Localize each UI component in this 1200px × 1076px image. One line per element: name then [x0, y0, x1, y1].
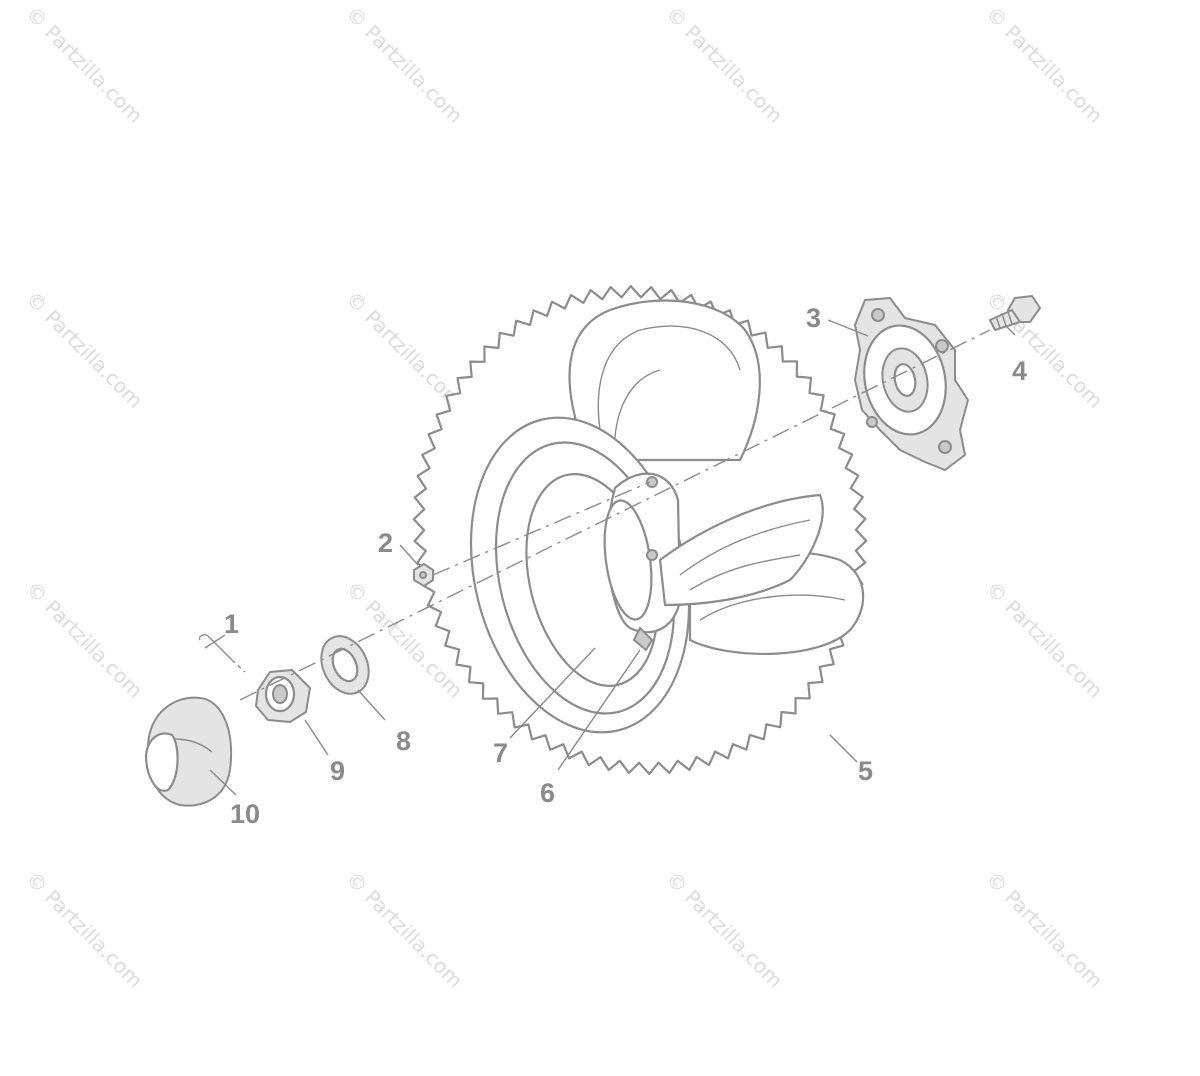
- hub-flange-part: [854, 297, 969, 471]
- callouts: 1 2 3 4 5 6 7 8 9 10: [224, 303, 1027, 829]
- callout-1: 1: [224, 609, 239, 639]
- callout-10: 10: [230, 799, 260, 829]
- callout-8: 8: [396, 726, 411, 756]
- watermark-text: © Partzilla.com: [981, 2, 1107, 128]
- callout-2: 2: [378, 528, 393, 558]
- watermark-text: © Partzilla.com: [661, 2, 787, 128]
- callout-7: 7: [493, 738, 508, 768]
- callout-9: 9: [330, 756, 345, 786]
- watermark-text: © Partzilla.com: [661, 867, 787, 993]
- axis-line: [239, 329, 991, 701]
- castle-nut-part: [255, 669, 311, 723]
- watermark-text: © Partzilla.com: [21, 287, 147, 413]
- watermark-text: © Partzilla.com: [981, 577, 1107, 703]
- callout-6: 6: [540, 778, 555, 808]
- watermark-text: © Partzilla.com: [341, 2, 467, 128]
- watermark-text: © Partzilla.com: [981, 867, 1107, 993]
- callout-5: 5: [858, 756, 873, 786]
- leader-lines: [204, 319, 1016, 796]
- washer-part: [320, 635, 370, 695]
- watermark-text: © Partzilla.com: [341, 867, 467, 993]
- callout-3: 3: [806, 303, 821, 333]
- rim-part: [469, 416, 824, 734]
- watermark-text: © Partzilla.com: [21, 577, 147, 703]
- callout-4: 4: [1012, 356, 1027, 386]
- bolt-part: [989, 295, 1041, 331]
- hub-cap-part: [144, 696, 232, 807]
- watermark-text: © Partzilla.com: [341, 287, 467, 413]
- bolt-axis-line: [432, 481, 651, 576]
- lug-nut-part: [413, 563, 434, 587]
- watermark-text: © Partzilla.com: [21, 867, 147, 993]
- watermark-text: © Partzilla.com: [21, 2, 147, 128]
- watermark-text: © Partzilla.com: [981, 287, 1107, 413]
- cotter-pin-part: [198, 634, 246, 673]
